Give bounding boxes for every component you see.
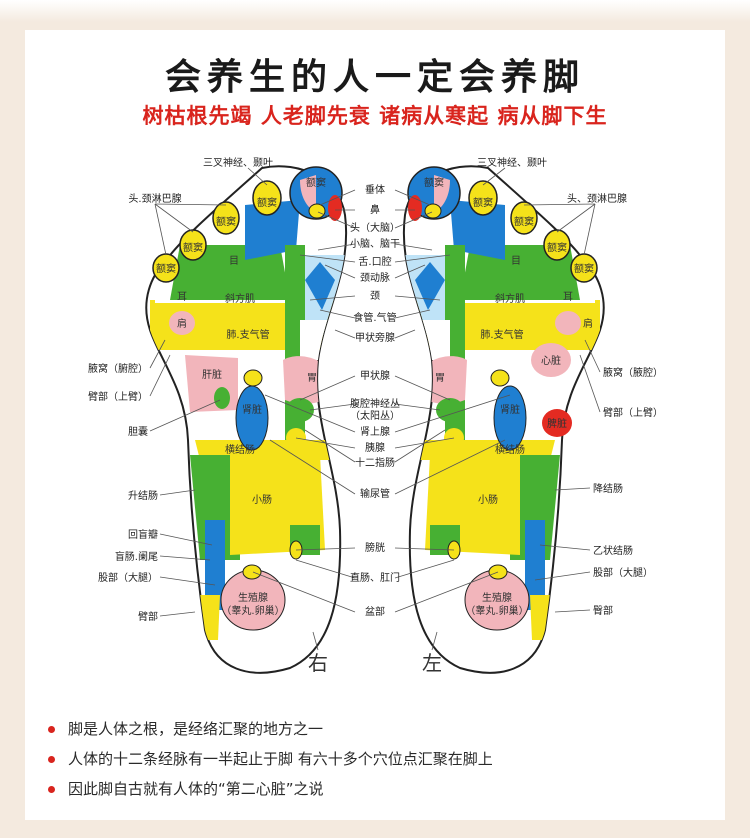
side-label: 臂部（上臂） — [603, 406, 663, 419]
center-label: 输尿管 — [360, 487, 390, 500]
center-label: 腹腔神经丛 — [350, 397, 400, 410]
center-label: 甲状旁腺 — [355, 331, 395, 344]
side-label: 盲肠.阑尾 — [115, 550, 158, 563]
center-labels: 垂体 鼻 头（大脑） 小脑、脑干 舌.口腔 颈动脉 颈 食管.气管 甲状旁腺 甲… — [350, 184, 400, 618]
center-label: 舌.口腔 — [358, 255, 391, 268]
center-label: （太阳丛） — [350, 409, 400, 422]
note-item: 人体的十二条经脉有一半起止于脚 有六十多个穴位点汇聚在脚上 — [48, 744, 708, 774]
side-label: 腋窝（腋腔） — [603, 366, 663, 379]
side-label: 头.颈淋巴腺 — [128, 192, 181, 205]
zone-label: 胃 — [307, 372, 317, 384]
zone-label: 肺.支气管 — [226, 328, 269, 341]
right-foot-zone-labels: 额窦 额窦 额窦 额窦 额窦 目 耳 斜方肌 肩 肺.支气管 肝脏 胃 肾脏 横… — [156, 176, 326, 617]
zone-label: 肝脏 — [202, 368, 222, 381]
zone-label: 肺.支气管 — [480, 328, 523, 341]
zone-label: 胃 — [435, 372, 445, 384]
left-foot-zone-labels: 额窦 额窦 额窦 额窦 额窦 目 耳 斜方肌 肩 肺.支气管 心脏 胃 肾脏 脾… — [424, 176, 594, 617]
center-label: 颈动脉 — [360, 271, 390, 284]
side-label: 升结肠 — [128, 489, 158, 502]
bullet-dot-icon — [48, 726, 55, 733]
zone-label: 额窦 — [473, 196, 493, 209]
side-label: 臂部 — [138, 610, 158, 623]
center-label: 膀胱 — [365, 541, 385, 554]
zone-label: 肩 — [583, 317, 593, 330]
bullet-dot-icon — [48, 786, 55, 793]
left-foot-label: 左 — [422, 651, 442, 675]
zone-label: （睾丸.卵巢） — [221, 604, 284, 617]
note-item: 因此脚自古就有人体的“第二心脏”之说 — [48, 774, 708, 804]
page-subtitle: 树枯根先竭 人老脚先衰 诸病从寒起 病从脚下生 — [142, 104, 608, 128]
zone-label: 目 — [229, 256, 239, 267]
page-title: 会养生的人一定会养脚 — [164, 56, 585, 98]
zone-label: 肩 — [177, 317, 187, 330]
note-item: 脚是人体之根，是经络汇聚的地方之一 — [48, 714, 708, 744]
side-label: 股部（大腿） — [98, 571, 158, 584]
center-label: 直肠、肛门 — [350, 571, 400, 584]
side-label: 回盲瓣 — [128, 528, 158, 541]
zone-label: 额窦 — [257, 196, 277, 209]
content-card — [25, 30, 725, 820]
zone-label: 小肠 — [252, 494, 272, 506]
zone-label: 耳 — [563, 291, 573, 303]
side-label: 胆囊 — [128, 425, 148, 438]
center-label: 食管.气管 — [353, 311, 396, 324]
bullet-dot-icon — [48, 756, 55, 763]
center-label: 肾上腺 — [360, 425, 390, 438]
side-label: 降结肠 — [593, 482, 623, 495]
right-foot — [145, 165, 348, 674]
center-label: 十二指肠 — [355, 456, 395, 469]
zone-label: 肾脏 — [500, 403, 520, 416]
zone-label: 心脏 — [541, 354, 561, 367]
center-label: 颈 — [370, 290, 380, 302]
leader-lines — [149, 167, 601, 651]
side-label: 臂部（上臂） — [88, 390, 148, 403]
center-label: 头（大脑） — [350, 221, 400, 234]
center-label: 垂体 — [365, 184, 385, 196]
zone-label: 小肠 — [478, 494, 498, 506]
center-label: 甲状腺 — [360, 369, 390, 382]
zone-label: 额窦 — [574, 262, 594, 275]
zone-label: 脾脏 — [547, 417, 567, 430]
zone-label: 肾脏 — [242, 403, 262, 416]
zone-label: （睾丸.卵巢） — [465, 604, 528, 617]
side-label: 股部（大腿） — [593, 566, 653, 579]
zone-label: 斜方肌 — [495, 292, 525, 305]
side-label: 臀部 — [593, 604, 613, 617]
center-label: 盆部 — [365, 605, 385, 618]
center-label: 鼻 — [370, 203, 380, 216]
side-label: 三叉神经、颞叶 — [477, 156, 547, 169]
zone-label: 额窦 — [156, 262, 176, 275]
top-banner — [0, 0, 750, 22]
zone-label: 额窦 — [424, 176, 444, 189]
zone-label: 目 — [511, 256, 521, 267]
notes-list: 脚是人体之根，是经络汇聚的地方之一 人体的十二条经脉有一半起止于脚 有六十多个穴… — [48, 714, 708, 804]
left-foot-side-labels: 三叉神经、颞叶 头、颈淋巴腺 腋窝（腋腔） 臂部（上臂） 降结肠 乙状结肠 股部… — [477, 156, 663, 617]
zone-label: 额窦 — [306, 176, 326, 189]
center-label: 胰腺 — [365, 441, 385, 454]
zone-label: 耳 — [177, 291, 187, 303]
right-foot-label: 右 — [308, 651, 328, 675]
side-label: 三叉神经、颞叶 — [203, 156, 273, 169]
side-label: 头、颈淋巴腺 — [567, 192, 627, 205]
zone-label: 生殖腺 — [238, 591, 268, 604]
side-label: 乙状结肠 — [593, 544, 633, 557]
center-label: 小脑、脑干 — [350, 237, 400, 250]
zone-label: 额窦 — [183, 241, 203, 254]
zone-label: 横结肠 — [225, 443, 255, 456]
zone-label: 生殖腺 — [482, 591, 512, 604]
right-foot-side-labels: 三叉神经、颞叶 头.颈淋巴腺 腋窝（腑腔） 臂部（上臂） 胆囊 升结肠 回盲瓣 … — [88, 156, 273, 623]
zone-label: 额窦 — [216, 215, 236, 228]
zone-label: 横结肠 — [495, 443, 525, 456]
side-label: 腋窝（腑腔） — [88, 362, 148, 375]
zone-label: 额窦 — [547, 241, 567, 254]
zone-label: 额窦 — [514, 215, 534, 228]
zone-label: 斜方肌 — [225, 292, 255, 305]
